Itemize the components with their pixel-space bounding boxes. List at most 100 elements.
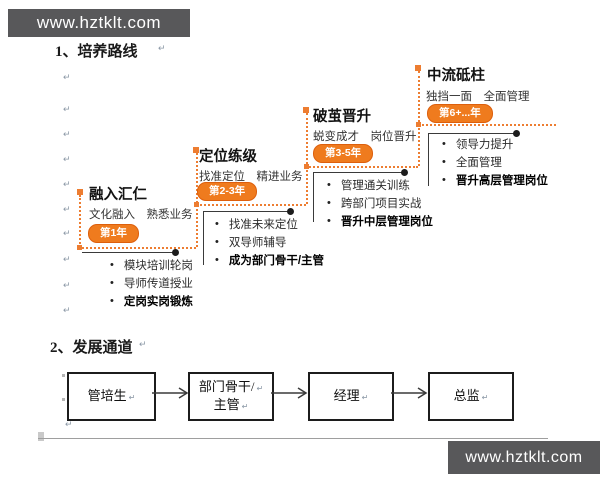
flow-box-jingli: 经理↵ — [308, 372, 394, 421]
bottom-divider-line — [38, 438, 548, 439]
paragraph-mark: ↵ — [139, 339, 147, 349]
flow-box-label: 主管↵ — [213, 396, 249, 412]
stage1-connector-line — [82, 252, 178, 253]
stage2-connector-line — [203, 211, 292, 212]
stage3-connector-line — [313, 172, 314, 222]
bullet-icon: • — [442, 174, 446, 186]
stage4-year-badge: 第6+...年 — [427, 104, 493, 123]
staircase-riser-2 — [196, 153, 198, 247]
list-item: •管理通关训练 — [327, 179, 410, 192]
paragraph-mark: ↵ — [63, 254, 71, 264]
list-item: •跨部门项目实战 — [327, 197, 422, 210]
bullet-icon: • — [110, 259, 114, 271]
flow-box-label: 经理↵ — [333, 387, 369, 403]
flow-arrow-icon — [391, 387, 428, 399]
stage2-subtitle: 找准定位 精进业务 — [199, 171, 303, 183]
staircase-tread-3 — [306, 166, 418, 168]
paragraph-mark: ↵ — [128, 392, 136, 402]
stage2-marker-square — [193, 147, 199, 153]
stage3-connector-line — [313, 172, 406, 173]
stage1-marker-square — [77, 189, 83, 195]
paragraph-mark: ↵ — [481, 392, 489, 402]
bullet-icon: • — [327, 179, 331, 191]
staircase-corner-marker — [416, 122, 421, 127]
list-item: •定岗实岗锻炼 — [110, 295, 193, 308]
stage4-title: 中流砥柱 — [427, 68, 485, 84]
paragraph-mark: ↵ — [256, 383, 264, 393]
stage1-bullet-list: •模块培训轮岗 •导师传道授业 •定岗实岗锻炼 — [110, 256, 193, 310]
staircase-corner-marker — [77, 245, 82, 250]
bullet-icon: • — [215, 236, 219, 248]
paragraph-mark: ↵ — [63, 280, 71, 290]
bullet-icon: • — [442, 138, 446, 150]
paragraph-mark: ↵ — [63, 228, 71, 238]
flow-box-backbone-supervisor: 部门骨干/↵ 主管↵ — [188, 372, 274, 421]
bullet-icon: • — [327, 197, 331, 209]
staircase-tread-4 — [418, 124, 556, 126]
flow-box-label: 管培生↵ — [87, 387, 136, 403]
flow-arrow-icon — [152, 387, 189, 399]
stage2-bullet-list: •找准未来定位 •双导师辅导 •成为部门骨干/主管 — [215, 215, 324, 269]
flow-box-guanpeisheng: 管培生↵ — [67, 372, 156, 421]
stage3-title: 破茧晋升 — [313, 109, 371, 125]
list-item: •晋升高层管理岗位 — [442, 174, 548, 187]
staircase-corner-marker — [194, 202, 199, 207]
list-item: •导师传道授业 — [110, 277, 193, 290]
flow-arrow-icon — [271, 387, 308, 399]
staircase-tread-1 — [79, 247, 196, 249]
bullet-icon: • — [442, 156, 446, 168]
stage1-title: 融入汇仁 — [89, 187, 147, 203]
stage1-connector-dot — [172, 249, 179, 256]
staircase-riser-4 — [418, 71, 420, 166]
bullet-icon: • — [327, 215, 331, 227]
stage2-connector-dot — [287, 208, 294, 215]
stage1-year-badge: 第1年 — [88, 224, 139, 243]
paragraph-mark: ↵ — [63, 72, 71, 82]
stage4-subtitle: 独挡一面 全面管理 — [426, 91, 530, 103]
paragraph-mark: ↵ — [158, 43, 166, 53]
stage4-connector-line — [428, 133, 429, 186]
stage4-connector-line — [428, 133, 518, 134]
stage4-bullet-list: •领导力提升 •全面管理 •晋升高层管理岗位 — [442, 135, 548, 189]
section1-heading: 1、培养路线 — [55, 44, 138, 60]
list-item: •领导力提升 — [442, 138, 514, 151]
watermark-top: www.hztklt.com — [8, 9, 190, 37]
staircase-riser-1 — [79, 195, 81, 247]
stage3-bullet-list: •管理通关训练 •跨部门项目实战 •晋升中层管理岗位 — [327, 176, 433, 230]
paragraph-mark: ↵ — [63, 104, 71, 114]
staircase-corner-marker — [304, 164, 309, 169]
flow-box-zongjian: 总监↵ — [428, 372, 514, 421]
bullet-icon: • — [215, 218, 219, 230]
list-item: •找准未来定位 — [215, 218, 298, 231]
stage1-subtitle: 文化融入 熟悉业务 — [89, 209, 193, 221]
section2-heading: 2、发展通道 — [50, 340, 133, 356]
list-item: •全面管理 — [442, 156, 502, 169]
list-item: •双导师辅导 — [215, 236, 287, 249]
paragraph-mark: ↵ — [63, 129, 71, 139]
paragraph-mark: ↵ — [241, 401, 249, 411]
paragraph-mark: ↵ — [361, 392, 369, 402]
list-item: •模块培训轮岗 — [110, 259, 193, 272]
stage3-year-badge: 第3-5年 — [313, 144, 374, 163]
stage4-marker-square — [415, 65, 421, 71]
bullet-icon: • — [110, 295, 114, 307]
stage4-connector-dot — [513, 130, 520, 137]
flow-box-label: 部门骨干/↵ — [198, 378, 264, 394]
stage3-marker-square — [303, 107, 309, 113]
staircase-riser-3 — [306, 113, 308, 204]
paragraph-mark: ↵ — [65, 419, 73, 429]
stage3-connector-dot — [401, 169, 408, 176]
stage2-title: 定位练级 — [199, 149, 257, 165]
anchor-mark — [62, 374, 65, 377]
anchor-mark — [62, 398, 65, 401]
paragraph-mark: ↵ — [63, 305, 71, 315]
stage2-connector-line — [203, 211, 204, 265]
paragraph-mark: ↵ — [63, 154, 71, 164]
paragraph-mark: ↵ — [63, 179, 71, 189]
flow-box-label: 总监↵ — [453, 387, 489, 403]
scroll-nub — [38, 432, 44, 441]
stage2-year-badge: 第2-3年 — [197, 182, 258, 201]
bullet-icon: • — [215, 254, 219, 266]
watermark-bottom: www.hztklt.com — [448, 441, 600, 474]
